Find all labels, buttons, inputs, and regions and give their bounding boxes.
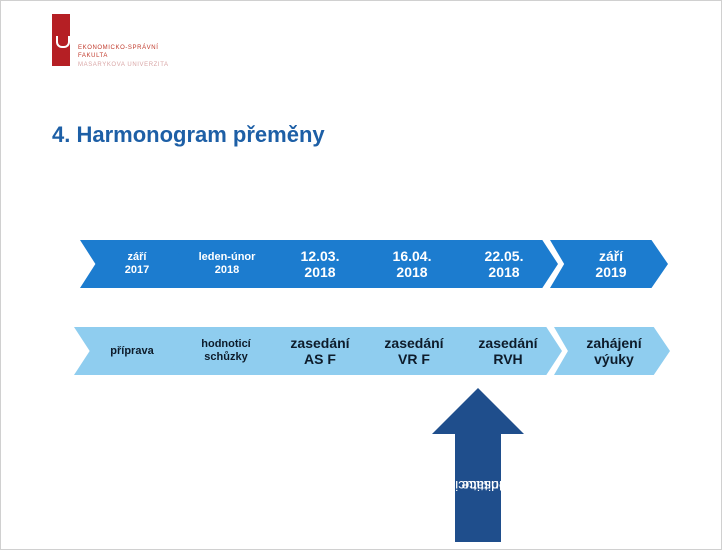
timeline-event-5: zasedání RVH — [450, 327, 562, 375]
timeline-event-5-line1: zasedání — [478, 334, 538, 351]
timeline-event-6: zahájení výuky — [554, 327, 670, 375]
accreditation-arrow — [432, 388, 524, 542]
timeline-event-1: příprava — [74, 327, 186, 375]
timeline-event-3: zasedání AS F — [262, 327, 374, 375]
timeline-date-2-line1: leden-únor — [198, 251, 256, 264]
timeline-event-1-line1: příprava — [110, 344, 154, 357]
faculty-name-line3: Masarykova univerzita — [78, 62, 169, 68]
timeline-event-6-line1: zahájení — [586, 334, 642, 351]
timeline-date-2: leden-únor 2018 — [170, 240, 280, 288]
accreditation-label-line2: akreditace — [461, 477, 527, 494]
timeline-event-5-line2: RVH — [493, 351, 523, 367]
timeline-date-6-line1: září — [598, 247, 624, 264]
timeline-date-2-line2: 2018 — [214, 264, 240, 276]
faculty-name-line1: EKONOMICKO-SPRÁVNÍ — [78, 45, 159, 51]
timeline-date-1-line1: září — [127, 251, 147, 264]
timeline-date-6-line2: 2019 — [595, 264, 627, 280]
timeline-event-3-line1: zasedání — [290, 334, 350, 351]
timeline-event-2: hodnoticí schůzky — [168, 327, 280, 375]
timeline-date-4-line2: 2018 — [396, 264, 428, 280]
timeline-date-3-line1: 12.03. — [300, 247, 340, 264]
faculty-name-line2: FAKULTA — [78, 53, 108, 59]
up-arrow-icon — [432, 388, 524, 542]
university-logo — [52, 14, 70, 66]
timeline-date-5: 22.05. 2018 — [446, 240, 558, 288]
timeline-event-2-line1: hodnoticí — [201, 338, 251, 351]
timeline-event-2-line2: schůzky — [204, 351, 248, 363]
timeline-date-5-line1: 22.05. — [484, 247, 524, 264]
accreditation-label: Institucionální akreditace — [417, 432, 526, 538]
timeline-event-3-line2: AS F — [304, 351, 336, 367]
timeline-event-4-line1: zasedání — [384, 334, 444, 351]
timeline-date-1: září 2017 — [80, 240, 190, 288]
timeline-event-4: zasedání VR F — [356, 327, 468, 375]
slide-title: 4. Harmonogram přeměny — [52, 122, 325, 147]
timeline-event-6-line2: výuky — [594, 351, 634, 367]
timeline-event-4-line2: VR F — [398, 351, 430, 367]
timeline-date-1-line2: 2017 — [124, 264, 150, 276]
timeline-date-4-line1: 16.04. — [392, 247, 432, 264]
timeline-date-6: září 2019 — [550, 240, 668, 288]
timeline-date-3: 12.03. 2018 — [262, 240, 374, 288]
timeline-date-4: 16.04. 2018 — [354, 240, 466, 288]
timeline-date-5-line2: 2018 — [488, 264, 520, 280]
timeline-date-3-line2: 2018 — [304, 264, 336, 280]
